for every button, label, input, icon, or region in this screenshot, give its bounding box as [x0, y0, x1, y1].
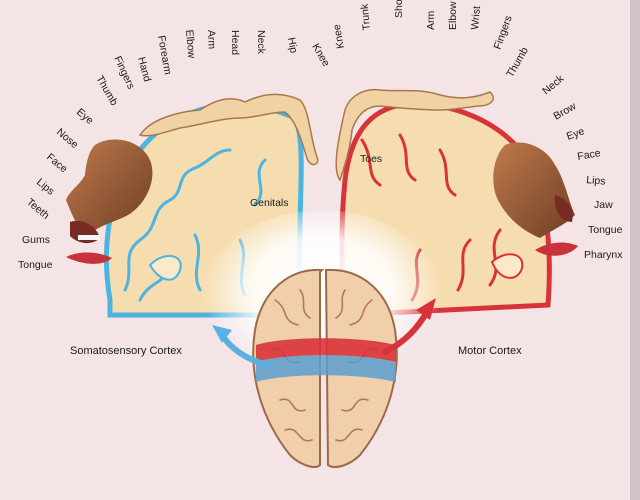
sensory-inner-fold: [148, 255, 182, 281]
sensory-label-fingers: Fingers: [111, 54, 137, 91]
sensory-caption: Somatosensory Cortex: [70, 345, 182, 357]
sensory-label-neck: Neck: [255, 30, 267, 55]
sensory-label-forearm: Forearm: [155, 34, 174, 75]
motor-label-pharynx: Pharynx: [584, 249, 623, 261]
motor-label-trunk: Trunk: [359, 3, 373, 31]
sensory-label-head: Head: [229, 30, 241, 55]
right-edge-strip: [630, 0, 640, 500]
motor-caption: Motor Cortex: [458, 345, 522, 357]
motor-face: [493, 142, 575, 238]
motor-label-elbow: Elbow: [447, 1, 459, 30]
sensory-label-tongue: Tongue: [18, 259, 53, 271]
sensory-label-teeth: Teeth: [24, 196, 52, 222]
motor-label-lips: Lips: [586, 174, 606, 188]
sensory-label-arm: Arm: [205, 30, 218, 50]
sensory-label-face: Face: [44, 151, 70, 175]
sensory-inner-label: Genitals: [250, 197, 289, 209]
sensory-body-figure: [138, 93, 319, 166]
sensory-label-elbow: Elbow: [183, 29, 197, 59]
motor-label-neck: Neck: [540, 72, 567, 97]
sensory-label-lips: Lips: [34, 176, 56, 198]
motor-label-tongue: Tongue: [588, 224, 623, 236]
sensory-tongue: [66, 252, 112, 264]
motor-label-face: Face: [576, 147, 601, 163]
motor-inner-label: Toes: [360, 153, 382, 165]
sensory-label-hip: Hip: [285, 36, 300, 54]
motor-inner-fold: [490, 253, 524, 279]
sensory-label-eye: Eye: [74, 106, 96, 127]
sensory-strip-band: [256, 355, 396, 382]
motor-label-jaw: Jaw: [594, 199, 613, 211]
motor-label-shoulder: Shoulder: [393, 0, 405, 18]
motor-label-brow: Brow: [552, 100, 579, 123]
sensory-label-hand: Hand: [135, 56, 153, 84]
motor-gyri: [360, 133, 502, 302]
motor-strip-band: [256, 338, 396, 362]
motor-label-thumb: Thumb: [504, 45, 531, 79]
motor-arrow: [382, 298, 436, 355]
sensory-face: [66, 139, 153, 235]
motor-body-figure: [335, 88, 494, 182]
motor-label-eye: Eye: [565, 125, 586, 143]
motor-label-arm: Arm: [425, 11, 437, 31]
sensory-gyri: [123, 148, 267, 302]
sensory-label-gums: Gums: [22, 234, 50, 246]
top-view-brain: [252, 268, 398, 468]
motor-label-wrist: Wrist: [469, 6, 483, 31]
motor-tongue: [535, 242, 578, 256]
sensory-teeth: [78, 235, 100, 240]
motor-label-knee: Knee: [331, 23, 347, 49]
sensory-label-nose: Nose: [54, 126, 81, 151]
motor-label-fingers: Fingers: [492, 14, 515, 51]
motor-mouth: [554, 195, 573, 222]
sensory-cortex-section: Genitals: [66, 93, 319, 318]
sensory-arrow: [212, 325, 271, 368]
sensory-label-thumb: Thumb: [93, 74, 120, 108]
sensory-label-knee: Knee: [309, 42, 332, 69]
